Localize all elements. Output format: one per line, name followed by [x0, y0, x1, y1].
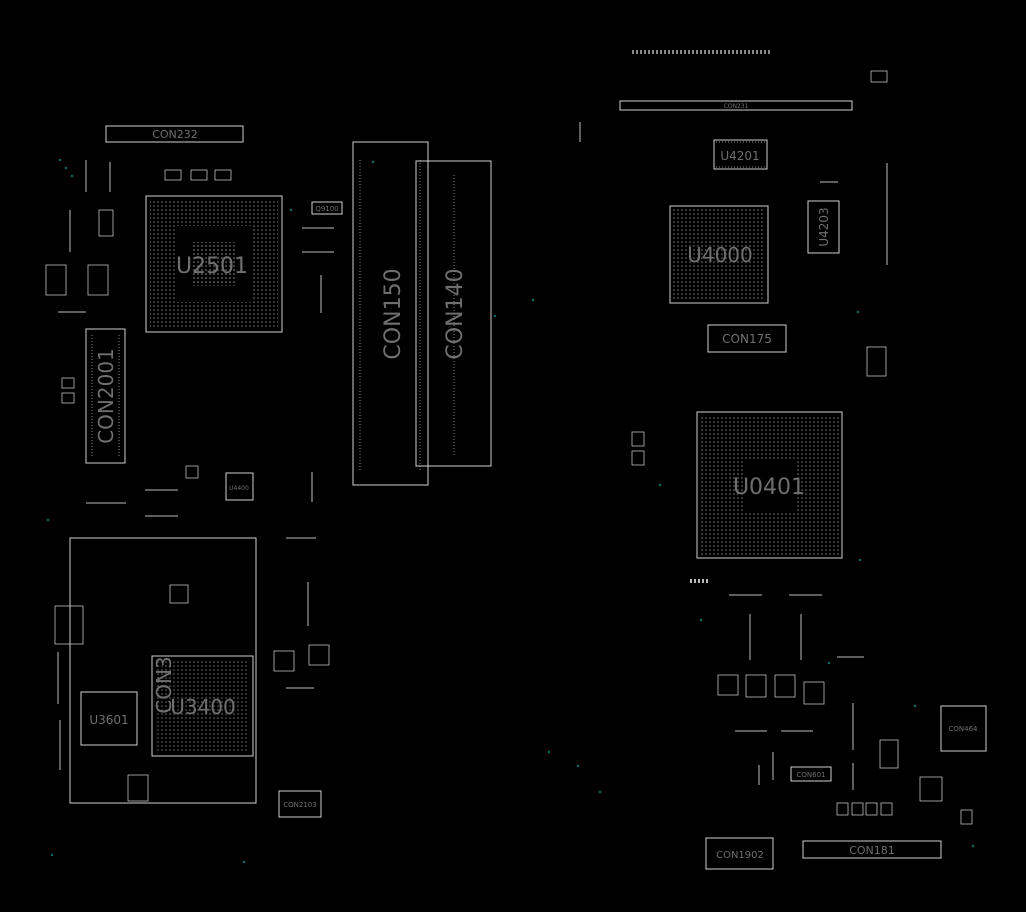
u4400-label: U4400 — [229, 485, 249, 492]
con464-connector[interactable]: CON464 — [940, 705, 987, 752]
q9100-label: Q9100 — [315, 205, 338, 213]
u4203-label: U4203 — [817, 207, 831, 246]
con464-label: CON464 — [949, 725, 979, 733]
con175-connector[interactable]: CON175 — [707, 324, 787, 353]
con231-connector[interactable]: CON231 — [619, 100, 853, 111]
con2001-connector[interactable]: CON2001 — [85, 328, 126, 464]
u2501-chip[interactable]: U2501 — [145, 195, 283, 333]
right-board: CON231 U4201 U4000 U4203 CON175 — [579, 50, 987, 870]
u3601-chip[interactable]: U3601 — [80, 691, 138, 746]
con2103-connector[interactable]: CON2103 — [278, 790, 322, 818]
u4400-chip[interactable]: U4400 — [225, 472, 254, 501]
q9100-part[interactable]: Q9100 — [311, 201, 343, 215]
con232-label: CON232 — [152, 128, 198, 141]
con140-connector[interactable]: CON140 — [415, 160, 492, 467]
left-small-parts — [45, 160, 334, 802]
con181-connector[interactable]: CON181 — [802, 840, 942, 859]
u4203-chip[interactable]: U4203 — [807, 200, 840, 254]
con2001-label: CON2001 — [94, 348, 118, 444]
con232-connector[interactable]: CON232 — [105, 125, 244, 143]
con1902-label: CON1902 — [716, 850, 764, 861]
u4201-label: U4201 — [720, 149, 759, 163]
con175-label: CON175 — [722, 332, 772, 346]
u3400-chip[interactable]: U3400 — [151, 655, 254, 757]
con150-connector[interactable]: CON150 — [352, 141, 429, 486]
right-small-parts — [579, 70, 973, 825]
con1902-connector[interactable]: CON1902 — [705, 837, 774, 870]
u0401-chip[interactable]: U0401 — [696, 411, 843, 559]
left-board: CON232 U2501 Q9100 CON150 CON140 — [45, 125, 492, 818]
con231-label: CON231 — [724, 103, 749, 110]
u4000-chip[interactable]: U4000 — [669, 205, 769, 304]
u4201-chip[interactable]: U4201 — [713, 139, 768, 170]
con3-label: CON3 — [152, 656, 176, 713]
con140-label: CON140 — [443, 268, 468, 359]
con601-connector[interactable]: CON601 — [790, 766, 832, 782]
via-dots — [46, 158, 975, 864]
con2103-label: CON2103 — [283, 801, 316, 809]
con150-label: CON150 — [381, 268, 406, 359]
con181-label: CON181 — [849, 844, 895, 857]
u0401-label: U0401 — [733, 475, 805, 500]
lower-left-region — [69, 537, 257, 804]
u2501-label: U2501 — [176, 254, 248, 279]
u3601-label: U3601 — [89, 713, 128, 727]
con601-label: CON601 — [797, 771, 826, 779]
u3400-label: U3400 — [170, 695, 236, 719]
u4000-label: U4000 — [687, 243, 753, 267]
